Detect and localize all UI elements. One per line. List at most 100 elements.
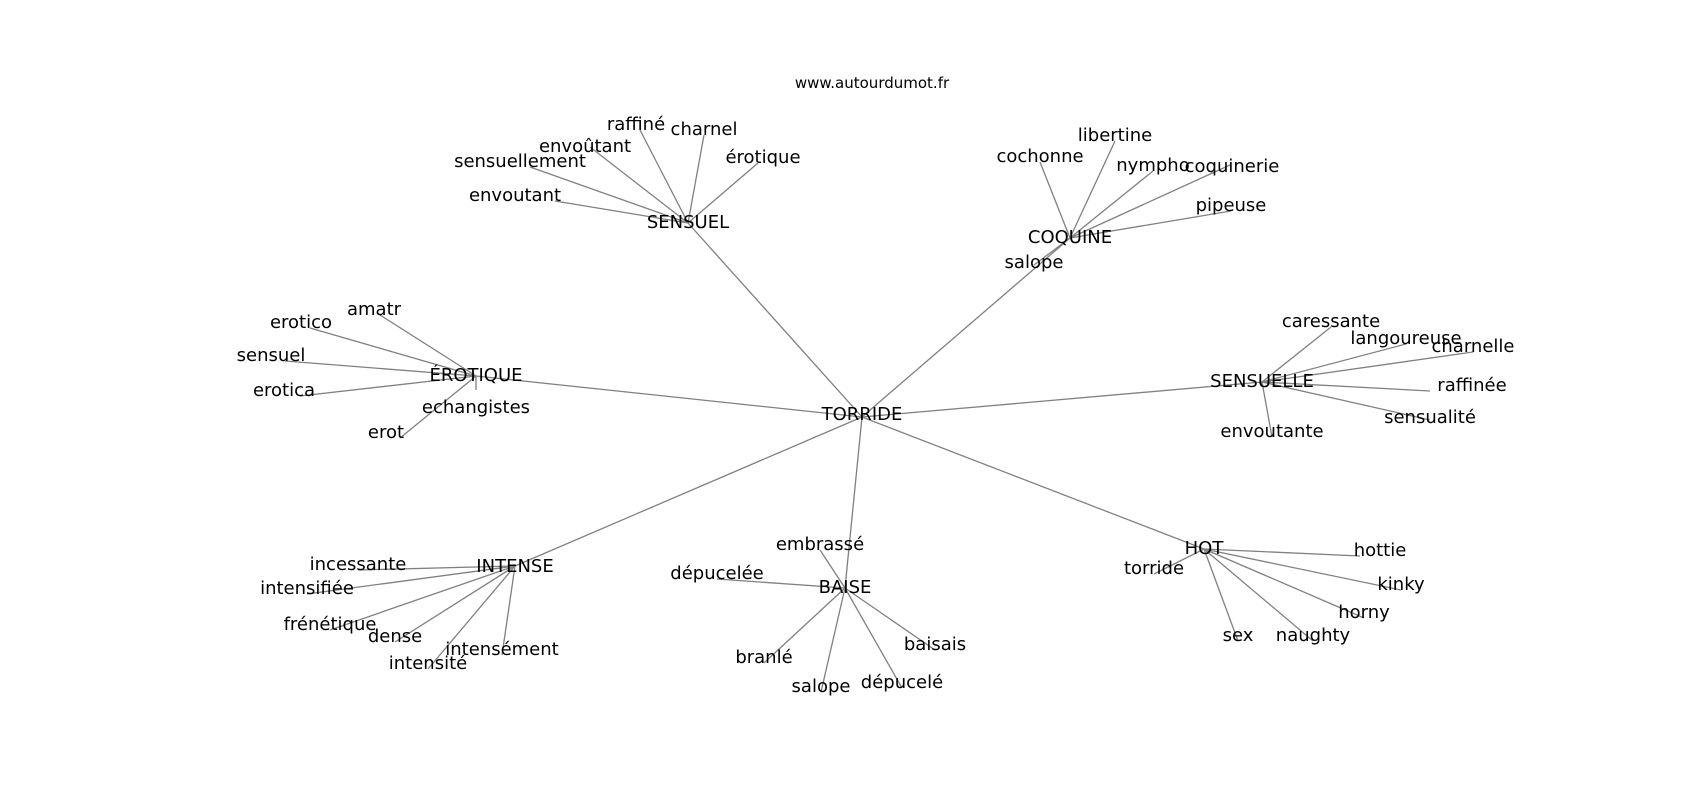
cluster-node-coquine: COQUINE — [1028, 227, 1112, 248]
word-label: pipeuse — [1196, 195, 1267, 216]
word-label: naughty — [1276, 625, 1351, 646]
word-label: embrassé — [776, 534, 864, 555]
edge-hot-word — [1153, 548, 1205, 575]
edge-torride-baise — [844, 416, 863, 589]
word-label: salope — [792, 676, 851, 697]
word-label: libertine — [1078, 125, 1152, 146]
edge-hot-word — [1203, 548, 1365, 619]
center-node: TORRIDE — [821, 404, 903, 425]
edge-coquine-word — [1033, 237, 1071, 266]
edge-intense-word — [394, 565, 516, 643]
word-label: erot — [368, 422, 404, 443]
word-label: hottie — [1354, 540, 1407, 561]
word-label: envoutant — [469, 185, 561, 206]
word-label: sensualité — [1384, 407, 1476, 428]
edge-intense-word — [357, 565, 516, 571]
edges-layer — [284, 129, 1474, 693]
edge-sensuel-word — [529, 166, 689, 224]
word-label: nympho — [1116, 155, 1189, 176]
edge-torride-sensuel — [687, 222, 863, 418]
word-label: torride — [1124, 558, 1184, 579]
word-label: intensément — [445, 639, 558, 660]
edge-sensuel-word — [554, 200, 689, 224]
edge-erotique-word — [309, 327, 477, 377]
word-label: charnel — [671, 119, 738, 140]
word-label: envoûtant — [539, 136, 631, 157]
word-label: caressante — [1282, 311, 1380, 332]
edge-intense-word — [427, 565, 516, 670]
edge-intense-word — [306, 565, 516, 595]
edge-sensuel-word — [687, 162, 759, 224]
edge-erotique-word — [284, 360, 477, 377]
edge-intense-word — [329, 565, 516, 631]
edge-erotique-word — [399, 375, 477, 439]
edge-baise-word — [716, 578, 846, 589]
edge-coquine-word — [1039, 161, 1071, 239]
word-label: intensité — [389, 653, 467, 674]
edge-hot-word — [1203, 548, 1314, 642]
word-label: dense — [368, 626, 422, 647]
word-label: horny — [1338, 602, 1390, 623]
word-label: langoureuse — [1350, 328, 1461, 349]
edge-sensuel-word — [639, 129, 689, 224]
word-label: raffiné — [607, 114, 665, 135]
word-label: frénétique — [284, 614, 377, 635]
edge-sensuelle-word — [1261, 381, 1431, 392]
cluster-node-hot: HOT — [1185, 538, 1225, 559]
cluster-node-sensuelle: SENSUELLE — [1210, 371, 1314, 392]
word-label: kinky — [1377, 574, 1425, 595]
labels-layer: www.autourdumot.fr raffiné charnel envoûta… — [237, 74, 1515, 697]
word-label: sensuel — [237, 345, 306, 366]
edge-torride-erotique — [475, 375, 863, 418]
cluster-node-sensuel: SENSUEL — [647, 212, 729, 233]
edge-torride-hot — [861, 416, 1205, 550]
edge-coquine-word — [1069, 170, 1154, 239]
edge-sensuelle-word — [1261, 343, 1407, 383]
word-label: envoutante — [1220, 421, 1323, 442]
edge-erotique-word — [379, 314, 477, 377]
edge-baise-word — [820, 587, 846, 693]
word-label: erotica — [253, 380, 315, 401]
edge-baise-word — [844, 587, 903, 689]
edge-sensuel-word — [589, 146, 689, 224]
edge-erotique-word — [299, 375, 477, 397]
word-label: cochonne — [996, 146, 1083, 167]
edge-torride-sensuelle — [861, 381, 1263, 418]
edge-hot-word — [1203, 548, 1239, 642]
word-label: salope — [1005, 252, 1064, 273]
word-label: incessante — [310, 554, 407, 575]
word-label: coquinerie — [1185, 156, 1280, 177]
edge-sensuelle-word — [1261, 351, 1474, 383]
edge-baise-word — [763, 587, 846, 664]
word-label: sensuellement — [454, 151, 586, 172]
edge-sensuelle-word — [1261, 326, 1332, 383]
cluster-node-baise: BAISE — [819, 577, 872, 598]
word-label: dépucelé — [861, 672, 943, 693]
word-label: erotico — [270, 312, 332, 333]
edge-coquine-word — [1069, 164, 1231, 239]
edge-sensuelle-word — [1261, 381, 1431, 421]
edge-hot-word — [1203, 548, 1402, 591]
word-label: sex — [1223, 625, 1254, 646]
word-label: dépucelée — [670, 563, 763, 584]
word-label: amatr — [347, 299, 402, 320]
edge-sensuel-word — [687, 134, 705, 224]
edge-intense-word — [501, 565, 516, 656]
cluster-node-intense: INTENSE — [476, 556, 553, 577]
word-label: intensifiée — [260, 578, 354, 599]
edge-torride-coquine — [861, 237, 1071, 418]
edge-hot-word — [1203, 548, 1361, 557]
word-label: echangistes — [422, 397, 530, 418]
word-label: érotique — [725, 147, 800, 168]
word-label: raffinée — [1437, 375, 1506, 396]
edge-baise-word — [844, 587, 936, 651]
edge-coquine-word — [1069, 140, 1116, 239]
word-label: charnelle — [1432, 336, 1515, 357]
edge-torride-intense — [514, 416, 863, 567]
source-url: www.autourdumot.fr — [795, 74, 950, 92]
edge-sensuelle-word — [1261, 381, 1273, 438]
word-label: baisais — [904, 634, 966, 655]
edge-baise-word — [819, 549, 846, 589]
cluster-node-erotique: ÉROTIQUE — [429, 364, 522, 386]
